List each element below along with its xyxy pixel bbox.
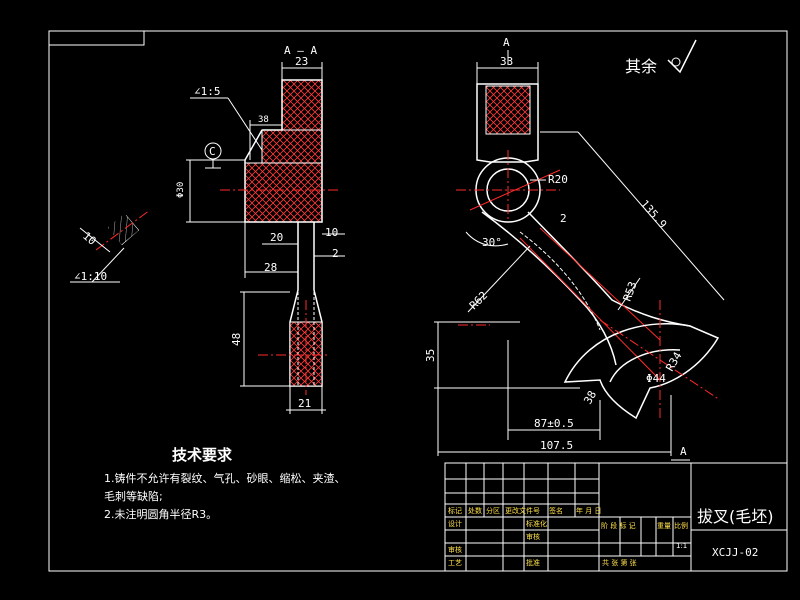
dim-r53: R53 (621, 280, 640, 303)
dim-2-main: 2 (560, 212, 567, 225)
dim-38: 38 (581, 389, 599, 407)
req-line1: 1.铸件不允许有裂纹、气孔、砂眼、缩松、夹渣、 (104, 471, 346, 485)
tb-process: 工艺 (448, 559, 462, 567)
dim-r34: R34 (663, 349, 684, 373)
req-line3: 2.未注明圆角半径R3。 (104, 507, 217, 521)
tb-designer: 设计 (448, 519, 462, 528)
taper-bottom: ∠1:10 (74, 270, 107, 283)
tb-check: 审核 (526, 532, 540, 541)
roughness-note: 其余 (625, 39, 697, 76)
req-title: 技术要求 (172, 446, 233, 464)
tb-scale: 比例 (674, 521, 688, 530)
drawing-number: XCJJ-02 (712, 546, 758, 559)
dim-48: 48 (230, 333, 243, 346)
tb-mark: 标记 (448, 506, 462, 515)
tb-zone: 分区 (486, 506, 500, 515)
tb-review: 审核 (448, 545, 462, 554)
dim-phi44: Φ44 (646, 372, 666, 385)
dim-33: 33 (500, 55, 513, 68)
tb-stage: 阶 段 标 记 (601, 521, 636, 530)
dim-10-detail: 10 (80, 229, 99, 247)
tb-weight: 重量 (657, 522, 671, 530)
tb-scale-value: 1:1 (676, 542, 687, 550)
tb-changeno: 更改文件号 (505, 506, 540, 515)
view-mark-top: A (503, 36, 510, 49)
tb-standardize: 标准化 (526, 519, 547, 528)
dim-2: 2 (332, 247, 339, 260)
section-view: A — A 23 ∠1:5 38 C (70, 44, 345, 414)
tb-approve-left: 批准 (526, 558, 540, 567)
title-block: 标记 处数 分区 更改文件号 签名 年 月 日 设计 标准化 审核 审核 批准 … (444, 462, 788, 572)
section-label: A — A (284, 44, 317, 57)
taper-top: ∠1:5 (194, 85, 221, 98)
datum-c: C (209, 145, 216, 158)
dim-top-width: 23 (295, 55, 308, 68)
dim-r20: R20 (548, 173, 568, 186)
dim-21: 21 (298, 397, 311, 410)
dim-20: 20 (270, 231, 283, 244)
dim-phi30: Φ30 (176, 182, 186, 198)
tb-date: 年 月 日 (576, 506, 601, 515)
dim-35: 35 (424, 349, 437, 362)
dim-107: 107.5 (540, 439, 573, 452)
dim-10-right: 10 (325, 226, 338, 239)
dim-30deg: 30° (482, 236, 502, 249)
main-view: A 33 R20 135.9 2 30° R62 (424, 36, 725, 461)
dim-28: 28 (264, 261, 277, 274)
part-name: 拔叉(毛坯) (697, 507, 774, 526)
dim-87: 87±0.5 (534, 417, 574, 430)
dim-135: 135.9 (638, 197, 670, 231)
roughness-text: 其余 (625, 57, 657, 76)
req-line2: 毛刺等缺陷; (104, 489, 163, 503)
tb-sign: 签名 (549, 506, 563, 515)
dim-slot: 38 (258, 115, 269, 125)
tech-requirements: 技术要求 1.铸件不允许有裂纹、气孔、砂眼、缩松、夹渣、 毛刺等缺陷; 2.未注… (104, 446, 346, 521)
sheet-border (48, 30, 788, 572)
view-mark-bottom: A (680, 445, 687, 458)
tb-count: 处数 (468, 506, 482, 515)
tb-sheets: 共 张 第 张 (602, 558, 637, 567)
corner-box (48, 30, 145, 46)
